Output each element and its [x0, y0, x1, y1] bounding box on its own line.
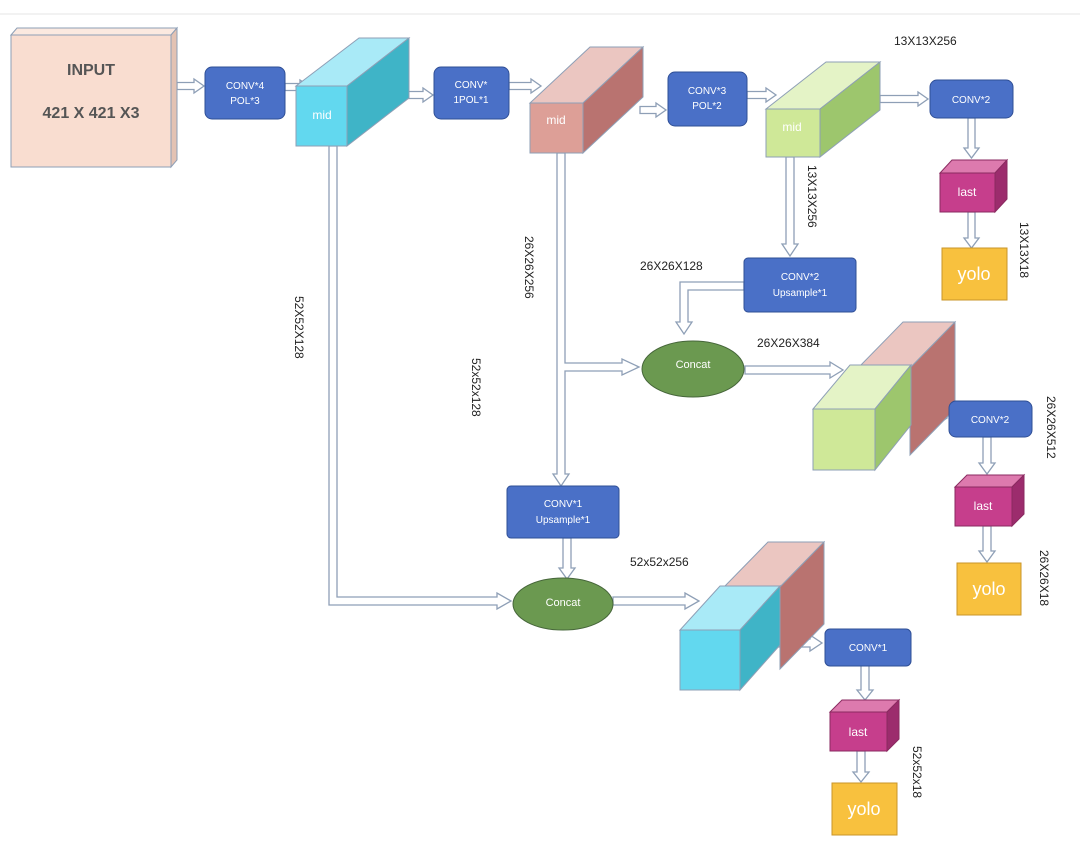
last-label-2: last — [974, 499, 993, 513]
dim-26x26x128: 26X26X128 — [640, 259, 703, 273]
concat-label-2: Concat — [546, 597, 581, 609]
dim-13x13x18: 13X13X18 — [1017, 222, 1031, 278]
pol3-label: POL*3 — [230, 96, 260, 107]
pipe-concat2-to-cube3 — [612, 591, 701, 611]
upsample1-label-b: Upsample*1 — [536, 515, 591, 526]
pipe-conv2top-to-last1 — [962, 117, 981, 160]
pipe-mid3-to-conv2up — [780, 156, 800, 258]
mid-block-2: mid — [528, 45, 645, 155]
conv2-top-box: CONV*2 — [929, 79, 1014, 119]
pipe-conv2mid-to-last2 — [977, 436, 997, 476]
pipe-mid2-to-conv3 — [639, 101, 668, 119]
conv1-upsample1-box: CONV*1 Upsample*1 — [506, 485, 620, 539]
concat-cube-26 — [811, 320, 957, 472]
pipe-mid1-to-conv1pol — [405, 86, 435, 104]
yolo-label-3: yolo — [847, 799, 880, 819]
pol1-label: 1POL*1 — [453, 95, 488, 106]
last-block-1: last — [938, 158, 1009, 214]
dim-52x52x18: 52x52x18 — [910, 746, 924, 798]
conv2-up-label: CONV*2 — [781, 272, 820, 283]
last-block-3: last — [828, 698, 901, 753]
yolo-block-3: yolo — [831, 782, 898, 836]
dim-52x52x128-lower: 52x52x128 — [469, 358, 483, 417]
pipe-last2-to-yolo2 — [977, 525, 997, 564]
pol2-label: POL*2 — [692, 101, 722, 112]
dim-26x26x512: 26X26X512 — [1044, 396, 1058, 459]
conv4-pol3-box: CONV*4 POL*3 — [204, 66, 286, 120]
last-label-1: last — [958, 185, 977, 199]
mid-label-2: mid — [546, 113, 565, 127]
dim-52x52x256: 52x52x256 — [630, 555, 689, 569]
pipe-conv2up-to-concat1 — [674, 281, 745, 336]
concat-node-1: Concat — [641, 340, 745, 398]
pipe-conv1pol-to-mid2 — [508, 77, 543, 95]
yolo-label-2: yolo — [972, 579, 1005, 599]
pipe-conv1up-to-concat2 — [557, 537, 577, 581]
concat-cube-52 — [678, 540, 826, 692]
mid-label-1: mid — [312, 108, 331, 122]
dim-13x13x256-top: 13X13X256 — [894, 34, 957, 48]
input-block: INPUT 421 X 421 X3 — [9, 26, 179, 169]
conv2-top-label: CONV*2 — [952, 95, 991, 106]
pipe-last3-to-yolo3 — [851, 750, 871, 784]
concat-node-2: Concat — [512, 577, 614, 631]
dimension-labels: 13X13X256 13X13X256 13X13X18 26X26X128 2… — [292, 34, 1058, 798]
upsample1-label-a: Upsample*1 — [773, 288, 828, 299]
conv1-up-label: CONV*1 — [544, 499, 583, 510]
pipe-mid3-to-conv2top — [879, 90, 930, 108]
conv4-label: CONV*4 — [226, 81, 265, 92]
pipe-conv1bottom-to-last3 — [855, 664, 875, 702]
input-title: INPUT — [67, 62, 115, 79]
pipe-last1-to-yolo1 — [962, 211, 981, 250]
pipe-concat1-to-cube2 — [744, 360, 845, 380]
dim-26x26x384: 26X26X384 — [757, 336, 820, 350]
conv1-label: CONV* — [455, 80, 488, 91]
mid-block-3: mid — [764, 60, 882, 159]
conv1-bottom-label: CONV*1 — [849, 643, 888, 654]
mid-label-3: mid — [782, 120, 801, 134]
conv1-pol1-box: CONV* 1POL*1 — [433, 66, 510, 120]
conv3-label: CONV*3 — [688, 86, 727, 97]
dim-52x52x128-upper: 52X52X128 — [292, 296, 306, 359]
conv2-upsample1-box: CONV*2 Upsample*1 — [743, 257, 857, 313]
mid-block-1: mid — [294, 36, 411, 148]
conv2-mid-label: CONV*2 — [971, 415, 1010, 426]
pipe-conv3-to-mid3 — [746, 86, 778, 104]
yolo-block-1: yolo — [941, 247, 1008, 301]
pipe-mid1-to-concat2 — [328, 145, 513, 611]
pipe-input-to-conv4 — [176, 77, 206, 95]
dim-26x26x18: 26X26X18 — [1037, 550, 1051, 606]
yolo-label-1: yolo — [957, 264, 990, 284]
yolo-block-2: yolo — [956, 562, 1022, 616]
input-size: 421 X 421 X3 — [43, 105, 140, 122]
pipe-mid2-to-concat1 — [551, 152, 641, 488]
conv3-pol2-box: CONV*3 POL*2 — [667, 71, 748, 127]
dim-13x13x256-vertical: 13X13X256 — [805, 165, 819, 228]
last-block-2: last — [953, 473, 1026, 528]
conv2-mid-box: CONV*2 — [948, 400, 1033, 438]
concat-label-1: Concat — [676, 359, 711, 371]
dim-26x26x256: 26X26X256 — [522, 236, 536, 299]
last-label-3: last — [849, 725, 868, 739]
conv1-bottom-box: CONV*1 — [824, 628, 912, 667]
